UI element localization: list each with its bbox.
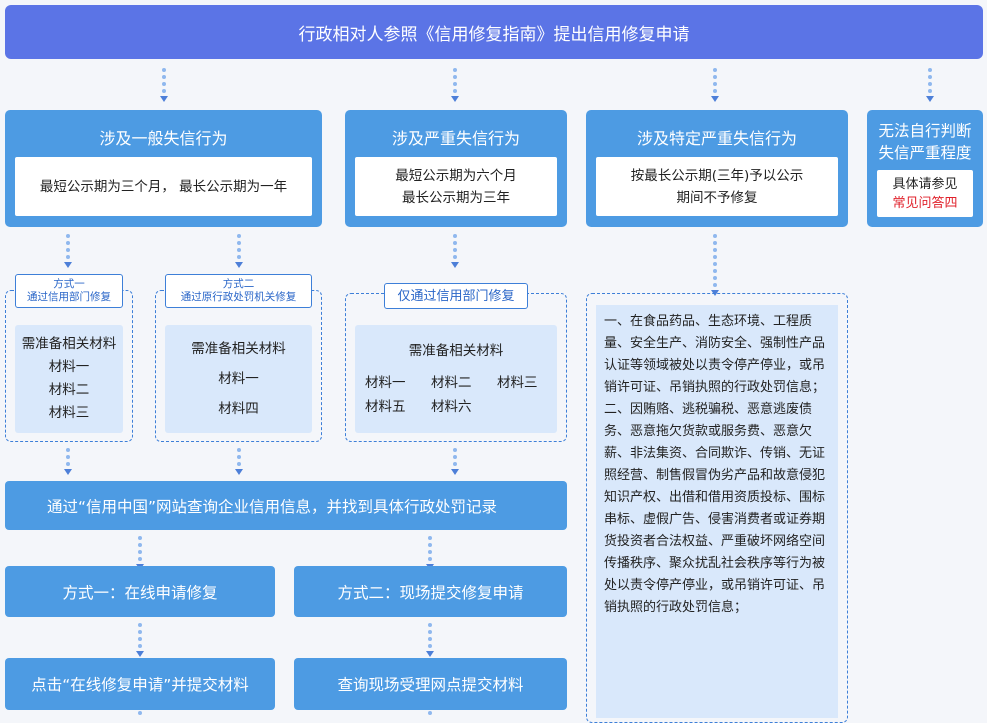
special-detail-1: 一、在食品药品、生态环境、工程质量、安全生产、消防安全、强制性产品认证等领域被处… <box>604 314 826 395</box>
way1-materials: 需准备相关材料 材料一 材料二 材料三 <box>15 325 123 433</box>
arrow-connector <box>426 536 434 570</box>
credit-only-materials: 需准备相关材料 材料一 材料二 材料三 材料五 材料六 <box>355 325 557 433</box>
arrow-connector <box>64 448 72 475</box>
arrow-connector <box>426 623 434 657</box>
arrow-connector <box>136 536 144 570</box>
arrow-connector <box>136 623 144 657</box>
faq-reference-line1: 具体请参见 <box>892 176 958 192</box>
online-apply-step: 方式一：在线申请修复 <box>5 566 275 617</box>
material-item: 材料五 <box>365 398 406 415</box>
material-item: 材料二 <box>431 374 472 391</box>
serious-period-line2: 最长公示期为三年 <box>402 189 510 206</box>
top-banner: 行政相对人参照《信用修复指南》提出信用修复申请 <box>5 5 983 59</box>
serious-period-panel: 最短公示期为六个月 最长公示期为三年 <box>355 157 557 216</box>
top-banner-text: 行政相对人参照《信用修复指南》提出信用修复申请 <box>298 24 690 45</box>
credit-only-label-text: 仅通过信用部门修复 <box>397 288 515 304</box>
serious-period-line1: 最短公示期为六个月 <box>395 167 517 184</box>
onsite-submit-step: 查询现场受理网点提交材料 <box>294 658 567 710</box>
material-item: 材料六 <box>431 398 472 415</box>
way2-label-line1: 方式二 <box>222 278 255 290</box>
arrow-connector <box>235 448 243 475</box>
credit-only-label: 仅通过信用部门修复 <box>384 283 528 309</box>
online-apply-text: 方式一：在线申请修复 <box>62 583 218 602</box>
way1-materials-heading: 需准备相关材料 <box>21 336 117 352</box>
way1-label: 方式一 通过信用部门修复 <box>15 274 123 308</box>
general-period-text: 最短公示期为三个月， 最长公示期为一年 <box>39 178 288 195</box>
special-period-line1: 按最长公示期(三年)予以公示 <box>630 167 804 184</box>
arrow-connector <box>235 234 243 268</box>
way2-materials: 需准备相关材料 材料一 材料四 <box>165 325 312 433</box>
unable-judge-line1: 无法自行判断 <box>878 122 972 140</box>
material-item: 材料一 <box>218 371 259 387</box>
credit-only-heading: 需准备相关材料 <box>408 342 504 359</box>
material-item: 材料一 <box>48 359 90 375</box>
special-details-text: 一、在食品药品、生态环境、工程质量、安全生产、消防安全、强制性产品认证等领域被处… <box>596 305 838 718</box>
material-item: 材料四 <box>218 401 259 417</box>
onsite-apply-step: 方式二：现场提交修复申请 <box>294 566 567 617</box>
serious-dishonesty-box: 涉及严重失信行为 最短公示期为六个月 最长公示期为三年 <box>345 110 567 227</box>
general-dishonesty-box: 涉及一般失信行为 最短公示期为三个月， 最长公示期为一年 <box>5 110 322 227</box>
material-item: 材料一 <box>365 374 406 391</box>
general-dishonesty-title: 涉及一般失信行为 <box>99 129 228 148</box>
arrow-connector <box>426 711 434 718</box>
arrow-connector <box>451 448 459 475</box>
special-detail-2: 二、因贿赂、逃税骗税、恶意逃废债务、恶意拖欠货款或服务费、恶意欠薪、非法集资、合… <box>604 402 826 615</box>
special-period-panel: 按最长公示期(三年)予以公示 期间不予修复 <box>596 157 838 216</box>
online-submit-step: 点击“在线修复申请”并提交材料 <box>5 658 275 710</box>
way2-materials-heading: 需准备相关材料 <box>191 341 286 357</box>
unable-judge-box: 无法自行判断 失信严重程度 具体请参见 常见问答四 <box>867 110 983 227</box>
credit-only-items: 材料一 材料二 材料三 材料五 材料六 <box>349 371 563 419</box>
onsite-submit-text: 查询现场受理网点提交材料 <box>337 676 524 694</box>
arrow-connector <box>64 234 72 268</box>
special-period-line2: 期间不予修复 <box>676 189 758 206</box>
query-step-bar: 通过“信用中国”网站查询企业信用信息，并找到具体行政处罚记录 <box>5 481 567 530</box>
arrow-connector <box>451 234 459 268</box>
arrow-connector <box>160 68 168 102</box>
serious-dishonesty-title: 涉及严重失信行为 <box>391 129 520 148</box>
way2-label-line2: 通过原行政处罚机关修复 <box>180 291 297 303</box>
arrow-connector <box>711 68 719 102</box>
arrow-connector <box>136 711 144 718</box>
material-item: 材料三 <box>497 374 538 391</box>
faq-reference-panel: 具体请参见 常见问答四 <box>877 170 973 217</box>
onsite-apply-text: 方式二：现场提交修复申请 <box>337 583 524 602</box>
material-item: 材料三 <box>48 405 90 421</box>
way1-label-line1: 方式一 <box>53 278 85 290</box>
way1-label-line2: 通过信用部门修复 <box>27 291 111 303</box>
unable-judge-line2: 失信严重程度 <box>878 144 972 162</box>
arrow-connector <box>926 68 934 102</box>
query-step-text: 通过“信用中国”网站查询企业信用信息，并找到具体行政处罚记录 <box>47 497 498 516</box>
material-item: 材料二 <box>48 382 90 398</box>
general-period-panel: 最短公示期为三个月， 最长公示期为一年 <box>15 157 312 216</box>
unable-judge-title: 无法自行判断 失信严重程度 <box>867 120 983 164</box>
arrow-connector <box>451 68 459 102</box>
faq-reference-link[interactable]: 常见问答四 <box>892 195 958 211</box>
arrow-connector <box>711 234 719 296</box>
way2-label: 方式二 通过原行政处罚机关修复 <box>165 274 312 308</box>
online-submit-text: 点击“在线修复申请”并提交材料 <box>31 676 249 694</box>
special-dishonesty-title: 涉及特定严重失信行为 <box>636 129 797 148</box>
special-dishonesty-box: 涉及特定严重失信行为 按最长公示期(三年)予以公示 期间不予修复 <box>586 110 848 227</box>
